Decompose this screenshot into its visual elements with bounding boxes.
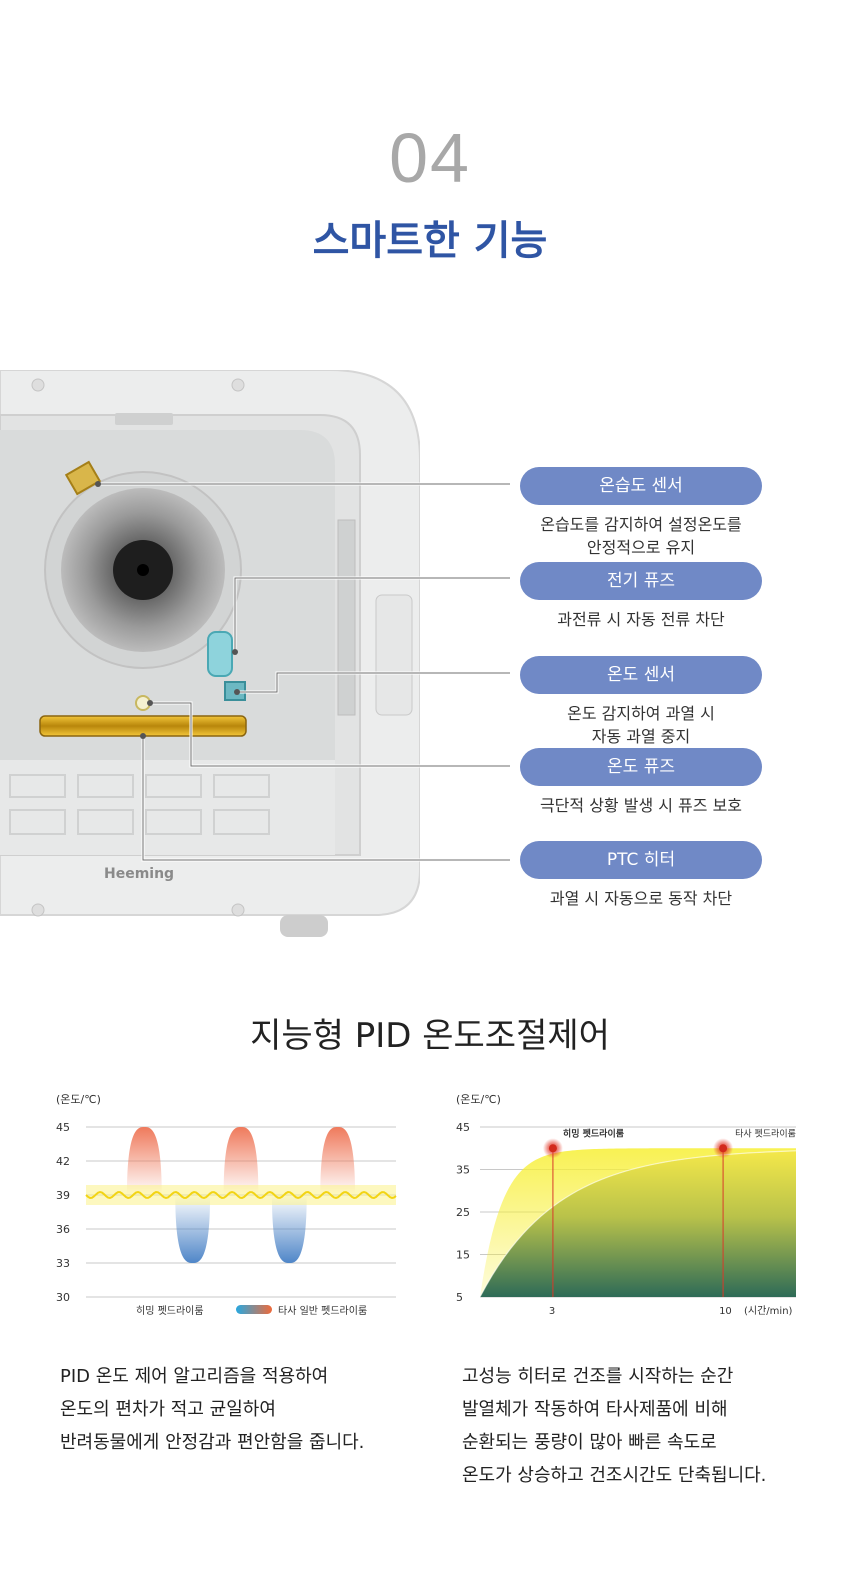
peak-mark: [126, 1127, 162, 1195]
feature-desc: 온도 감지하여 과열 시 자동 과열 중지: [567, 704, 715, 746]
feature-label: 온도 센서: [520, 656, 762, 694]
y-tick-label: 35: [456, 1164, 470, 1177]
y-tick-label: 45: [56, 1121, 70, 1134]
chart-left-legend: 히밍 펫드라이룸 타사 일반 펫드라이룸: [136, 1305, 367, 1317]
y-tick-label: 39: [56, 1189, 70, 1202]
pid-title: 지능형 PID 온도조절제어: [250, 1016, 610, 1056]
feature-label: 온습도 센서: [520, 467, 762, 505]
feature-label: PTC 히터: [520, 841, 762, 879]
chart-right-ylabel: (온도/℃): [456, 1093, 501, 1106]
peak-marker-dot: [548, 1144, 557, 1153]
trough-mark: [271, 1195, 307, 1263]
y-tick-label: 45: [456, 1121, 470, 1134]
legend-swatch-other: [236, 1305, 272, 1314]
y-tick-label: 36: [56, 1223, 70, 1236]
peak-marker-dot: [719, 1144, 728, 1153]
feature-desc: 극단적 상황 발생 시 퓨즈 보호: [539, 796, 743, 815]
area-heeming: [480, 1148, 796, 1297]
feature-electric-fuse: 전기 퓨즈 과전류 시 자동 전류 차단: [520, 562, 762, 631]
trough-mark: [175, 1195, 211, 1263]
x-tick-label: 10: [719, 1306, 732, 1317]
feature-temperature-fuse: 온도 퓨즈 극단적 상황 발생 시 퓨즈 보호: [520, 748, 762, 817]
feature-temperature-sensor: 온도 센서 온도 감지하여 과열 시 자동 과열 중지: [520, 656, 762, 748]
stable-band: [86, 1185, 396, 1205]
area-other: [480, 1150, 796, 1297]
y-tick-label: 15: [456, 1249, 470, 1262]
feature-label: 전기 퓨즈: [520, 562, 762, 600]
section-number: 04: [389, 119, 471, 197]
y-tick-label: 5: [456, 1291, 463, 1304]
product-illustration: Heeming: [0, 370, 420, 937]
y-tick-label: 42: [56, 1155, 70, 1168]
stable-line: [85, 1190, 397, 1200]
y-tick-label: 30: [56, 1291, 70, 1304]
chart-temperature-stability: (온도/℃) 45 42 39 36 33 30 히밍 펫드라이룸 타사 일반 펫드라이룸: [56, 1093, 397, 1317]
feature-humidity-sensor: 온습도 센서 온습도를 감지하여 설정온도를 안정적으로 유지: [520, 467, 762, 559]
section-title: 스마트한 기능: [312, 218, 548, 264]
curve-other: [479, 1150, 797, 1298]
paragraph-pid: PID 온도 제어 알고리즘을 적용하여 온도의 편차가 적고 균일하여 반려동…: [60, 1366, 365, 1453]
legend-heeming: 히밍 펫드라이룸: [136, 1305, 204, 1317]
y-tick-label: 33: [56, 1257, 70, 1270]
chart-left-ylabel: (온도/℃): [56, 1093, 101, 1106]
peak-marker-label: 히밍 펫드라이룸: [563, 1127, 624, 1139]
y-tick-label: 25: [456, 1206, 470, 1219]
feature-desc: 온습도를 감지하여 설정온도를 안정적으로 유지: [540, 515, 742, 557]
brand-logo: Heeming: [104, 866, 174, 882]
feature-ptc-heater: PTC 히터 과열 시 자동으로 동작 차단: [520, 841, 762, 910]
peak-marker-label: 타사 펫드라이룸: [735, 1128, 796, 1139]
legend-other: 타사 일반 펫드라이룸: [278, 1305, 367, 1317]
feature-desc: 과열 시 자동으로 동작 차단: [549, 889, 733, 908]
chart-right-xlabel: (시간/min): [744, 1305, 793, 1317]
feature-desc: 과전류 시 자동 전류 차단: [557, 610, 725, 629]
peak-mark: [320, 1127, 356, 1195]
chart-temperature-rise: (온도/℃) 45 35 25 15 5 3 10 히밍 펫드라이룸 타사 펫드라이룸 (시간…: [456, 1093, 797, 1317]
peak-mark: [223, 1127, 259, 1195]
x-tick-label: 3: [549, 1306, 555, 1317]
paragraph-heater: 고성능 히터로 건조를 시작하는 순간 발열체가 작동하여 타사제품에 비해 순…: [462, 1366, 767, 1486]
feature-label: 온도 퓨즈: [520, 748, 762, 786]
